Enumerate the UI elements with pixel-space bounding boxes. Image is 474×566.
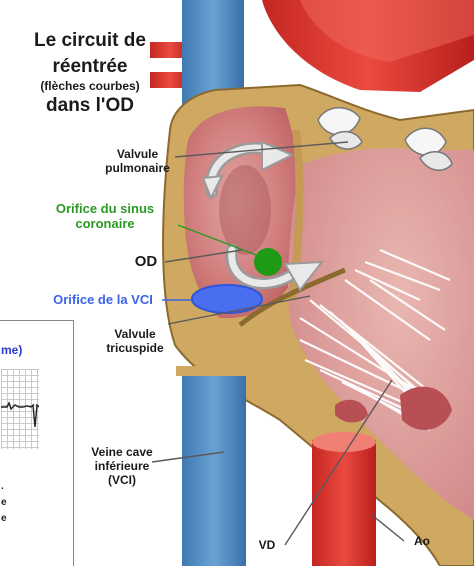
diagram-title: Le circuit de réentrée (flèches courbes)… (15, 30, 165, 117)
label-vd: VD (250, 539, 284, 553)
label-ivc-orifice: Orifice de la VCI (42, 293, 164, 308)
label-ao: Ao (406, 535, 438, 549)
label-tricuspid-valve: Valvule tricuspide (95, 328, 175, 356)
label-coronary-sinus-line2: coronaire (40, 217, 170, 232)
label-tricuspid-valve-line2: tricuspide (95, 342, 175, 356)
title-line-3: (flèches courbes) (15, 80, 165, 94)
ecg-trace (1, 369, 39, 449)
inset-text-fragment-2: e (1, 497, 7, 508)
title-line-1: Le circuit de (15, 30, 165, 52)
label-coronary-sinus-line1: Orifice du sinus (40, 202, 170, 217)
inset-text-fragment-1: . (1, 481, 4, 492)
ivc-orifice (192, 285, 262, 313)
label-pulmonary-valve: Valvule pulmonaire (90, 148, 185, 176)
label-ivc-line3: (VCI) (82, 474, 162, 488)
label-inferior-vena-cava: Veine cave inférieure (VCI) (82, 446, 162, 487)
ecg-grid (1, 369, 39, 449)
label-tricuspid-valve-line1: Valvule (95, 328, 175, 342)
inset-text-fragment-3: e (1, 513, 7, 524)
inferior-vena-cava (182, 370, 246, 566)
title-line-4: dans l'OD (15, 95, 165, 117)
label-ivc-line2: inférieure (82, 460, 162, 474)
title-line-2: réentrée (15, 56, 165, 78)
label-pulmonary-valve-line2: pulmonaire (90, 162, 185, 176)
label-coronary-sinus: Orifice du sinus coronaire (40, 202, 170, 232)
coronary-sinus-orifice (254, 248, 282, 276)
descending-aorta (312, 440, 376, 566)
ecg-inset-panel: me) . e e (0, 320, 74, 566)
label-ivc-line1: Veine cave (82, 446, 162, 460)
inset-title-fragment: me) (1, 343, 22, 357)
label-pulmonary-valve-line1: Valvule (90, 148, 185, 162)
label-od: OD (126, 253, 166, 270)
